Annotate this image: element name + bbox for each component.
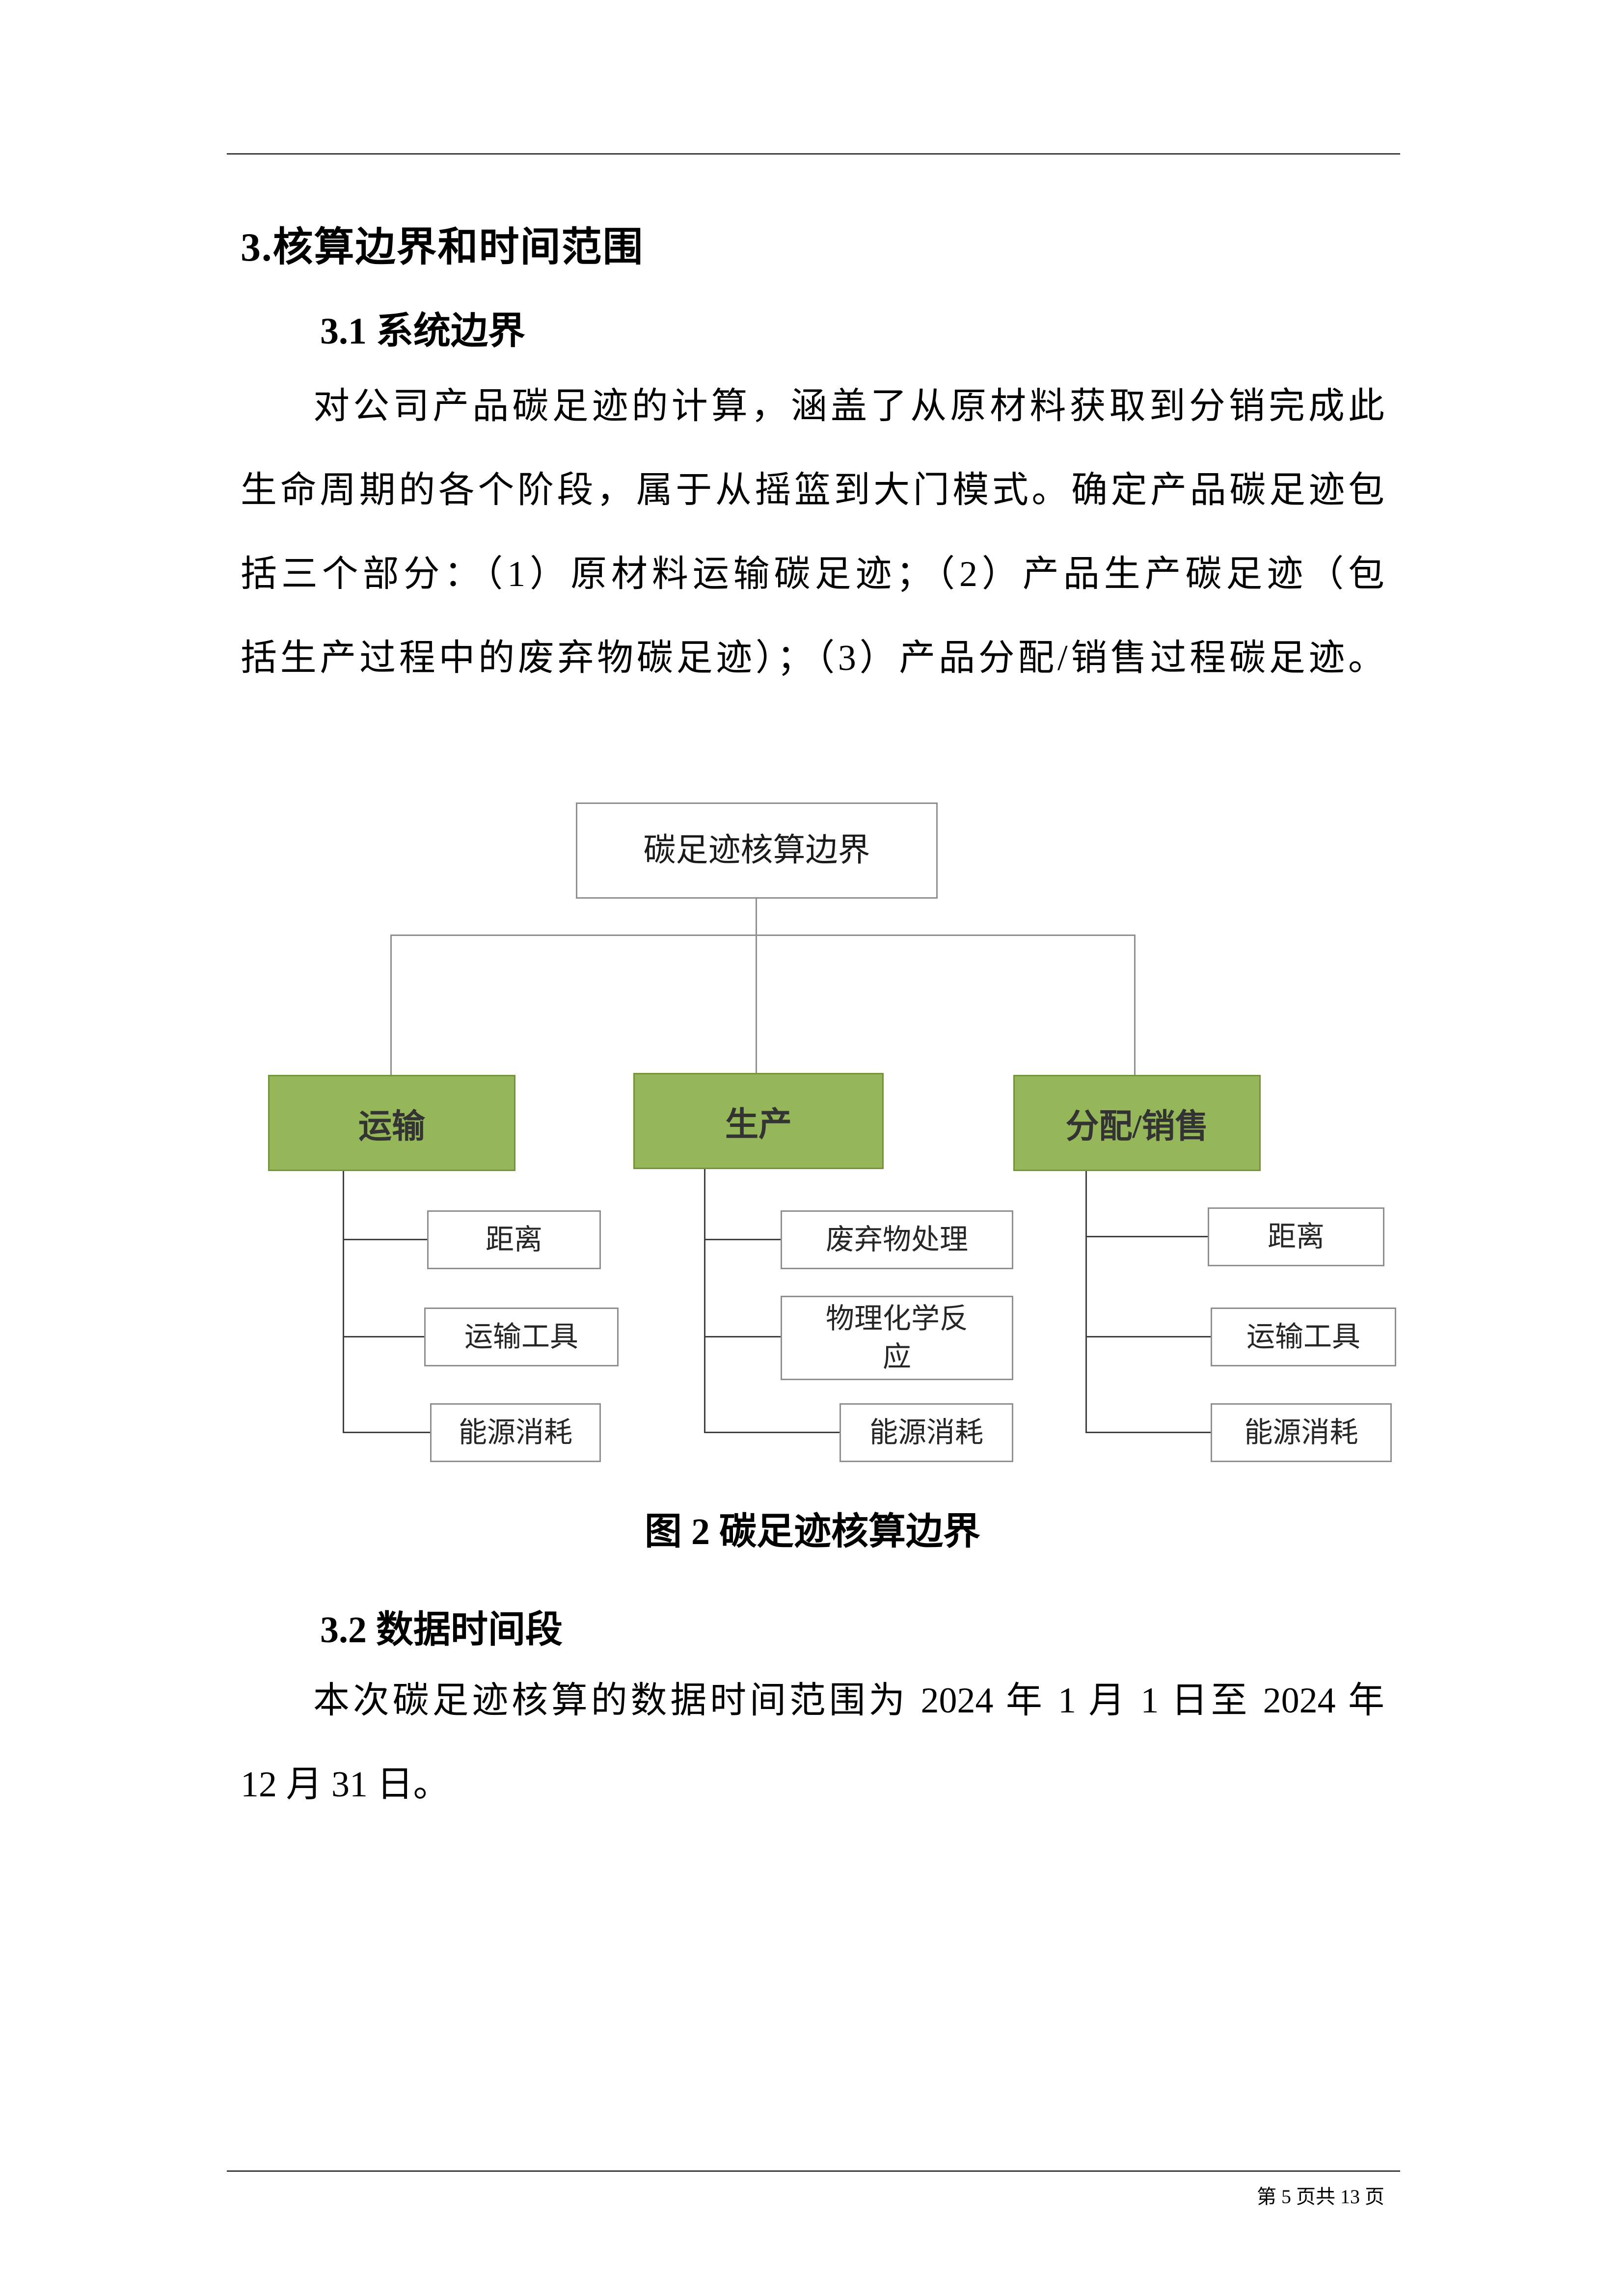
- connector-line-drop-left: [390, 934, 392, 1076]
- elbow-stub-transport-2: [343, 1336, 424, 1337]
- branch-node-production: 生产: [633, 1073, 884, 1169]
- leaf-node-energy: 能源消耗: [1211, 1403, 1392, 1462]
- elbow-line-production: [704, 1169, 705, 1433]
- header-rule: [227, 153, 1400, 155]
- elbow-line-transport: [343, 1171, 344, 1433]
- elbow-stub-production-3: [704, 1432, 839, 1433]
- elbow-stub-transport-1: [343, 1239, 427, 1240]
- section-3-2-paragraph: 本次碳足迹核算的数据时间范围为 2024 年 1 月 1 日至 2024 年 1…: [241, 1659, 1384, 1827]
- connector-line-root-drop: [756, 899, 757, 936]
- elbow-stub-distribution-1: [1085, 1236, 1208, 1237]
- footer-rule: [227, 2170, 1400, 2172]
- page-number: 第 5 页共 13 页: [1257, 2186, 1384, 2208]
- leaf-node-vehicle: 运输工具: [424, 1308, 619, 1366]
- paragraph-line: 对公司产品碳足迹的计算，涵盖了从原材料获取到分销完成此: [313, 386, 1384, 427]
- subsection-3-2-heading: 3.2 数据时间段: [320, 1609, 563, 1651]
- paragraph-line: 生命周期的各个阶段，属于从摇篮到大门模式。确定产品碳足迹包: [241, 470, 1384, 510]
- figure-2-flowchart: 碳足迹核算边界 运输 生产 分配/销售 距离 运输工具 能源消耗 废弃物处理 物…: [268, 802, 1396, 1462]
- leaf-node-energy: 能源消耗: [839, 1403, 1013, 1462]
- flowchart-root-node: 碳足迹核算边界: [576, 802, 938, 899]
- connector-line-drop-center: [756, 934, 757, 1074]
- connector-line-drop-right: [1134, 934, 1136, 1076]
- subsection-3-1-heading: 3.1 系统边界: [320, 311, 525, 352]
- elbow-stub-distribution-3: [1085, 1432, 1211, 1433]
- leaf-node-waste-treatment: 废弃物处理: [781, 1210, 1013, 1269]
- paragraph-line: 括生产过程中的废弃物碳足迹）；（3）产品分配/销售过程碳足迹。: [241, 638, 1384, 678]
- leaf-node-physchem-reaction: 物理化学反应: [781, 1296, 1013, 1380]
- elbow-line-distribution: [1085, 1171, 1087, 1433]
- elbow-stub-transport-3: [343, 1432, 430, 1433]
- leaf-node-distance: 距离: [1208, 1207, 1384, 1266]
- paragraph-line: 本次碳足迹核算的数据时间范围为 2024 年 1 月 1 日至 2024 年: [313, 1681, 1384, 1721]
- elbow-stub-distribution-2: [1085, 1336, 1211, 1337]
- leaf-node-distance: 距离: [427, 1210, 601, 1269]
- leaf-node-energy: 能源消耗: [430, 1403, 601, 1462]
- leaf-node-vehicle: 运输工具: [1211, 1308, 1396, 1366]
- section-3-heading: 3.核算边界和时间范围: [241, 225, 644, 269]
- elbow-stub-production-1: [704, 1239, 781, 1240]
- connector-line-horizontal: [390, 934, 1136, 936]
- figure-2-caption: 图 2 碳足迹核算边界: [645, 1511, 980, 1552]
- branch-node-transport: 运输: [268, 1075, 515, 1171]
- elbow-stub-production-2: [704, 1336, 781, 1337]
- branch-node-distribution: 分配/销售: [1013, 1075, 1261, 1171]
- paragraph-line: 括三个部分：（1）原材料运输碳足迹；（2）产品生产碳足迹（包: [241, 554, 1384, 594]
- paragraph-line: 12 月 31 日。: [241, 1764, 450, 1805]
- section-3-1-paragraph: 对公司产品碳足迹的计算，涵盖了从原材料获取到分销完成此 生命周期的各个阶段，属于…: [241, 365, 1384, 700]
